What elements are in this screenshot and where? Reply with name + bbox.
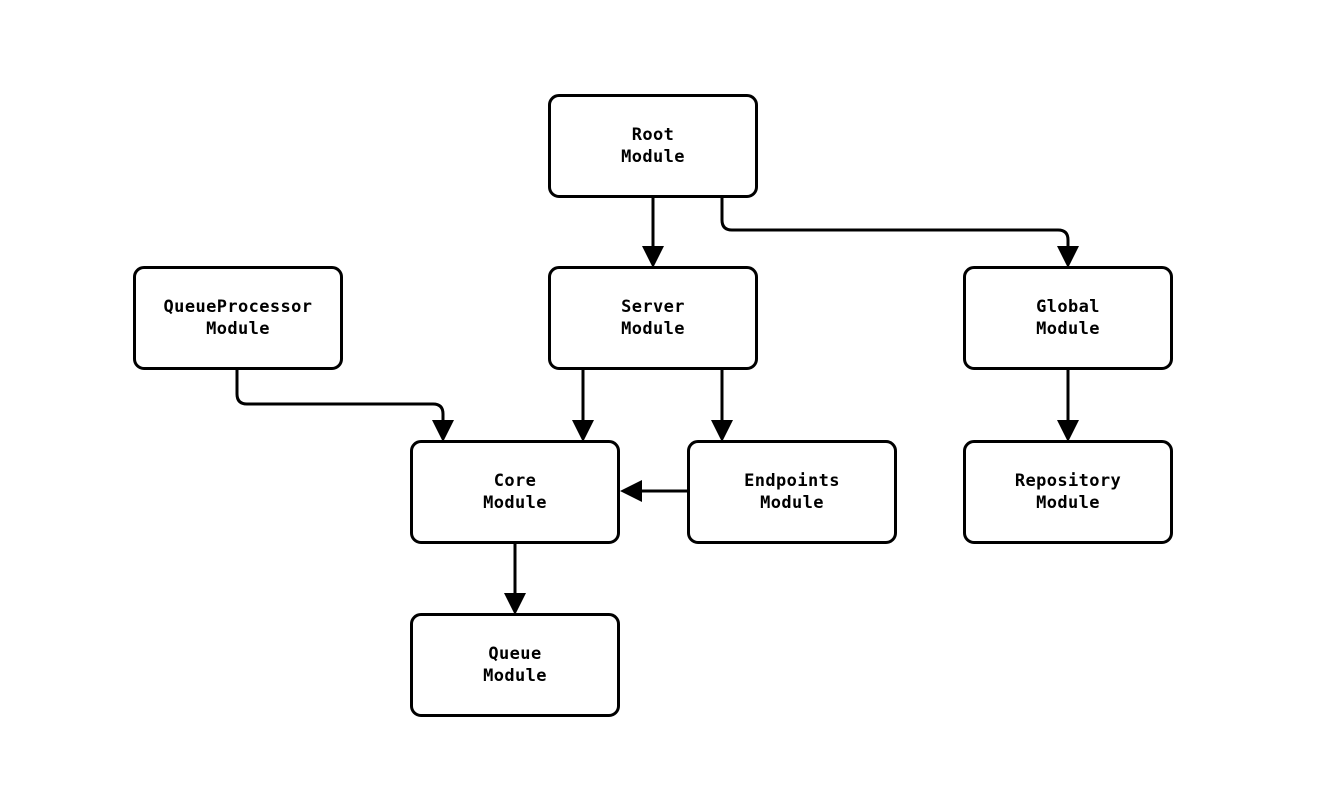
- node-global-module-label: Global Module: [1036, 297, 1100, 339]
- edge-root-to-server: [642, 198, 664, 268]
- node-repository-module-label: Repository Module: [1014, 471, 1122, 513]
- node-global-module[interactable]: Global Module: [963, 266, 1173, 370]
- edge-endpoints-to-core: [620, 480, 688, 502]
- edge-root-to-global: [720, 198, 1079, 268]
- node-core-module-label: Core Module: [483, 471, 547, 513]
- edge-server-to-endpoints: [711, 370, 733, 442]
- node-server-module[interactable]: Server Module: [548, 266, 758, 370]
- node-queueprocessor-module-label: QueueProcessor Module: [163, 297, 313, 339]
- node-endpoints-module-label: Endpoints Module: [744, 471, 840, 513]
- node-server-module-label: Server Module: [621, 297, 685, 339]
- node-root-module[interactable]: Root Module: [548, 94, 758, 198]
- node-endpoints-module[interactable]: Endpoints Module: [687, 440, 897, 544]
- node-queue-module[interactable]: Queue Module: [410, 613, 620, 717]
- node-root-module-label: Root Module: [621, 125, 685, 167]
- edge-server-to-core: [572, 370, 594, 442]
- node-core-module[interactable]: Core Module: [410, 440, 620, 544]
- node-queueprocessor-module[interactable]: QueueProcessor Module: [133, 266, 343, 370]
- edge-core-to-queue: [504, 544, 526, 615]
- node-queue-module-label: Queue Module: [483, 644, 547, 686]
- node-repository-module[interactable]: Repository Module: [963, 440, 1173, 544]
- edge-queueprocessor-to-core: [235, 370, 454, 442]
- edge-global-to-repository: [1057, 370, 1079, 442]
